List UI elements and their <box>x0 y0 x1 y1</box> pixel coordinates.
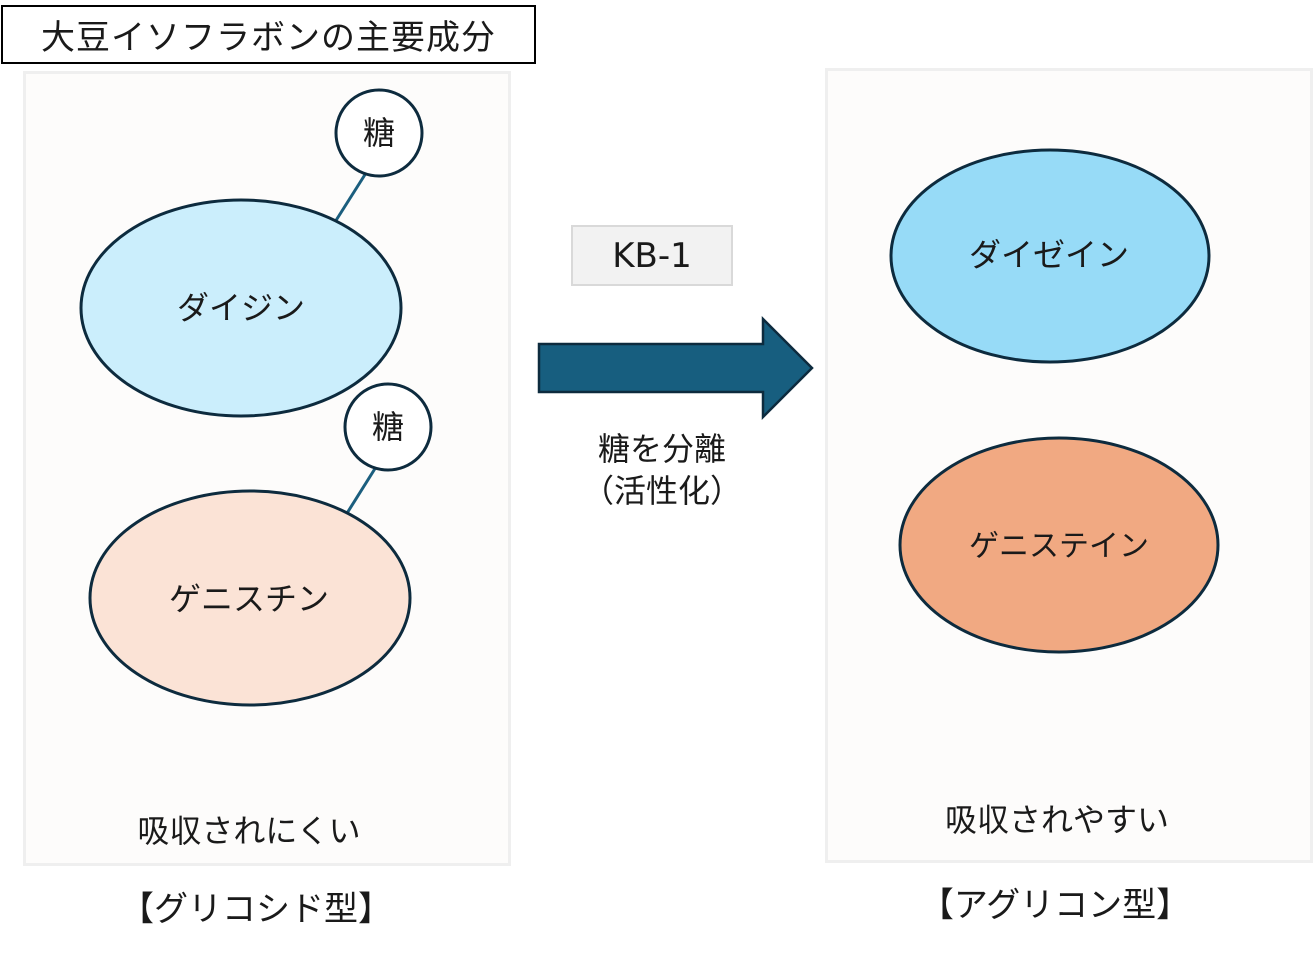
sugar-circle <box>334 88 424 178</box>
sugar-bond-connector <box>342 466 378 519</box>
daidzin-ellipse <box>79 198 403 418</box>
daidzein-ellipse <box>889 148 1211 364</box>
daidzein-label: ダイゼイン <box>968 236 1130 274</box>
sugar-bond-connector <box>333 172 368 223</box>
sugar-label: 糖 <box>371 408 405 446</box>
absorption-note-left: 吸収されにくい <box>137 812 361 850</box>
genistein-ellipse <box>898 436 1220 654</box>
sugar-label: 糖 <box>362 114 396 152</box>
daidzin-label: ダイジン <box>176 289 306 327</box>
process-caption-line1: 糖を分離 <box>597 430 727 468</box>
absorption-note-right: 吸収されやすい <box>944 801 1170 839</box>
enzyme-label-box: KB-1 <box>571 225 733 286</box>
aglycone-type-label: 【アグリコン型】 <box>919 885 1191 926</box>
process-caption: 糖を分離 （活性化） <box>582 428 742 512</box>
process-caption-line2: （活性化） <box>581 472 743 510</box>
right-arrow-icon <box>537 315 814 421</box>
genistein-label: ゲニステイン <box>969 529 1149 564</box>
diagram-title: 大豆イソフラボンの主要成分 <box>1 5 536 64</box>
genistin-label: ゲニスチン <box>168 580 330 618</box>
sugar-circle <box>343 382 433 472</box>
genistin-ellipse <box>88 489 412 707</box>
glycoside-type-label: 【グリコシド型】 <box>120 889 392 930</box>
